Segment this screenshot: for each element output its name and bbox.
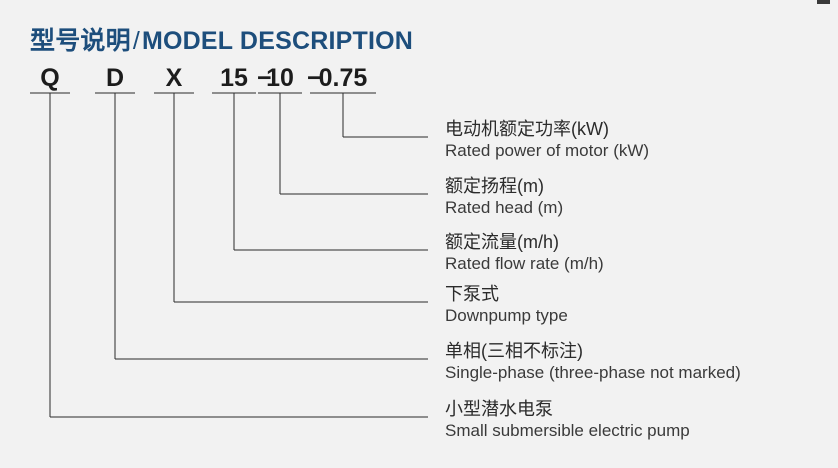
callout-label-en-downpump-type: Downpump type (445, 306, 568, 325)
page-title: 型号说明/MODEL DESCRIPTION (30, 21, 413, 57)
callout-label-en-rated-power: Rated power of motor (kW) (445, 141, 650, 160)
page-title-en: MODEL DESCRIPTION (141, 27, 413, 55)
callout-rated-head: 额定扬程(m) Rated head (m) (445, 175, 563, 218)
model-code-segment-head: 10 (266, 64, 294, 92)
model-code-segment-x: X (165, 64, 183, 92)
callout-label-cn-pump-family: 小型潜水电泵 (445, 399, 553, 419)
top-edge-artifact (817, 0, 830, 4)
model-code-segment-flow: 15 (220, 64, 248, 92)
page-title-separator: / (132, 27, 140, 55)
page-title-cn: 型号说明 (30, 27, 131, 55)
callout-label-cn-rated-power: 电动机额定功率(kW) (445, 119, 609, 139)
callout-phase: 单相(三相不标注) Single-phase (three-phase not m… (445, 340, 741, 383)
model-code-segment-q: Q (40, 64, 60, 92)
callout-label-cn-downpump-type: 下泵式 (445, 284, 499, 304)
callout-label-en-rated-head: Rated head (m) (445, 198, 564, 217)
callout-label-cn-rated-head: 额定扬程(m) (445, 176, 544, 196)
callout-label-en-rated-flow: Rated flow rate (m/h) (445, 254, 604, 273)
model-code-segment-power: 0.75 (318, 64, 368, 92)
callout-label-en-phase: Single-phase (three-phase not marked) (445, 363, 741, 382)
callout-label-cn-rated-flow: 额定流量(m/h) (445, 232, 559, 252)
model-code-dash-2: − (307, 64, 322, 92)
callout-label-en-pump-family: Small submersible electric pump (445, 421, 690, 440)
callout-rated-flow: 额定流量(m/h) Rated flow rate (m/h) (445, 231, 604, 274)
callout-rated-power: 电动机额定功率(kW) Rated power of motor (kW) (445, 118, 649, 161)
model-code-segment-d: D (105, 64, 125, 92)
callout-pump-family: 小型潜水电泵 Small submersible electric pump (445, 398, 690, 441)
callout-label-cn-phase: 单相(三相不标注) (445, 341, 583, 361)
model-code-dash-1: − (257, 64, 272, 92)
callout-downpump-type: 下泵式 Downpump type (445, 283, 568, 326)
